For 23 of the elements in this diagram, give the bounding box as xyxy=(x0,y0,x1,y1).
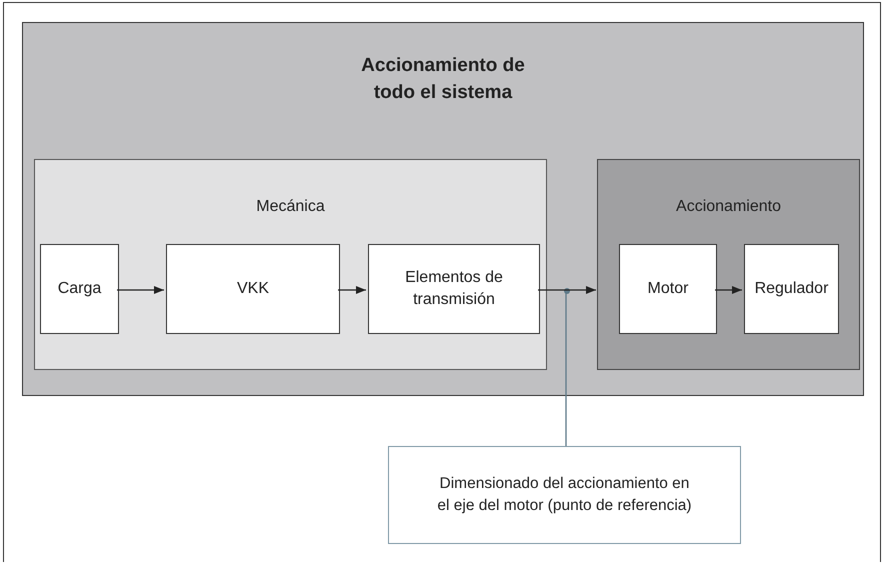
process-box xyxy=(619,244,717,334)
process-box xyxy=(40,244,119,334)
node-label: Elementos de transmisión xyxy=(404,268,504,310)
arrow xyxy=(338,286,366,294)
group-box xyxy=(597,159,860,370)
arrow xyxy=(538,286,596,294)
group-title: Mecánica xyxy=(255,197,326,217)
process-box xyxy=(744,244,839,334)
arrow xyxy=(715,286,742,294)
process-box xyxy=(368,244,540,334)
group-box xyxy=(22,22,864,396)
callout-box xyxy=(388,446,741,544)
node-label: VKK xyxy=(236,278,270,299)
arrow xyxy=(117,286,164,294)
node-label: Carga xyxy=(56,278,102,299)
group-box xyxy=(34,159,547,370)
group-title: Accionamiento de todo el sistema xyxy=(360,54,526,105)
node-label: Motor xyxy=(646,278,690,299)
process-box xyxy=(166,244,340,334)
node-label: Dimensionado del accionamiento en el eje del motor (punto de referencia) xyxy=(436,474,693,516)
node-label: Regulador xyxy=(754,278,830,299)
leader-line xyxy=(565,293,567,446)
group-title: Accionamiento xyxy=(675,197,782,217)
